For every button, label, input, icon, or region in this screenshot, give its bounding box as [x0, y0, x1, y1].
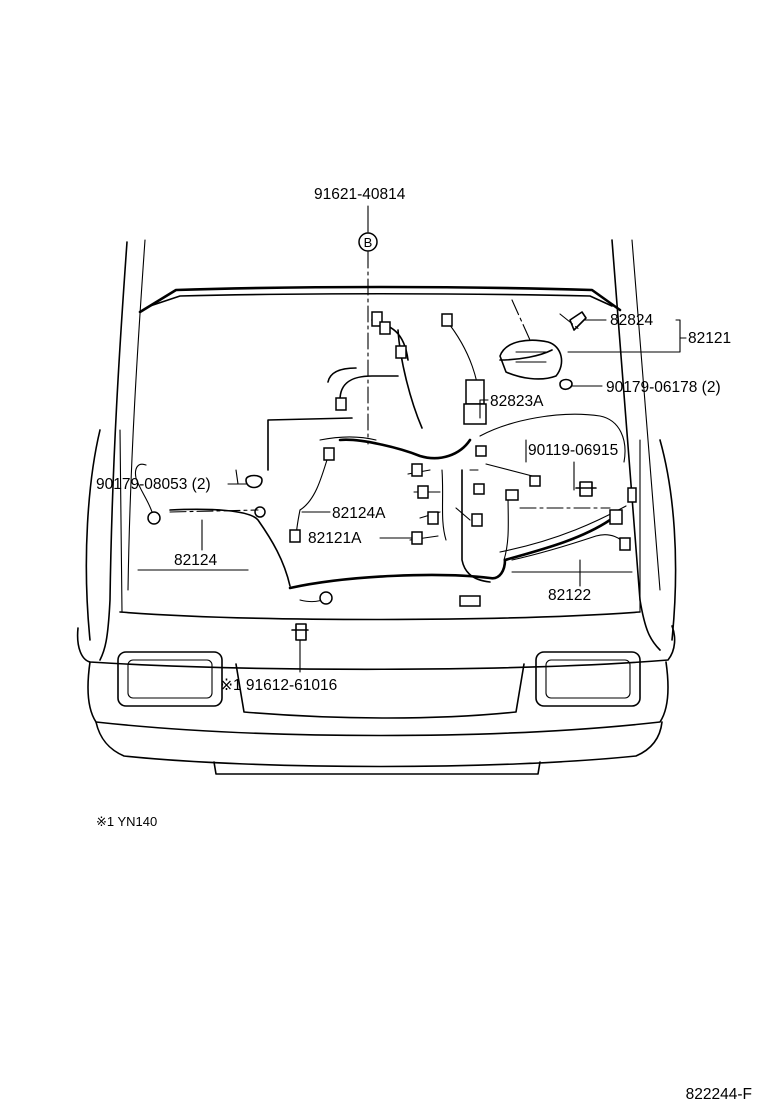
part-labels: 91621-40814 82824 82121 90179-06178 (2) … — [96, 186, 731, 694]
harness-connectors — [147, 311, 637, 641]
label-82122: 82122 — [548, 587, 591, 604]
footnote: ※1 YN140 — [96, 814, 157, 829]
label-82124: 82124 — [174, 552, 217, 569]
clip-82824 — [569, 311, 587, 331]
clip-90179-06178 — [559, 378, 573, 391]
clip-90179-08053 — [245, 474, 263, 489]
label-82121A: 82121A — [308, 530, 362, 547]
label-82121: 82121 — [688, 330, 731, 347]
label-82823A: 82823A — [490, 393, 544, 410]
label-91612-61016: ※1 91612-61016 — [220, 677, 337, 694]
label-82124A: 82124A — [332, 505, 386, 522]
label-91621-40814: 91621-40814 — [314, 186, 406, 203]
marker-b-label: B — [364, 235, 373, 250]
label-82824: 82824 — [610, 312, 653, 329]
label-90179-08053: 90179-08053 (2) — [96, 476, 211, 493]
label-90119-06915: 90119-06915 — [528, 442, 618, 459]
diagram-code: 822244-F — [686, 1086, 752, 1103]
label-90179-06178: 90179-06178 (2) — [606, 379, 721, 396]
leader-lines — [139, 319, 687, 673]
marker-b: B — [358, 205, 378, 445]
